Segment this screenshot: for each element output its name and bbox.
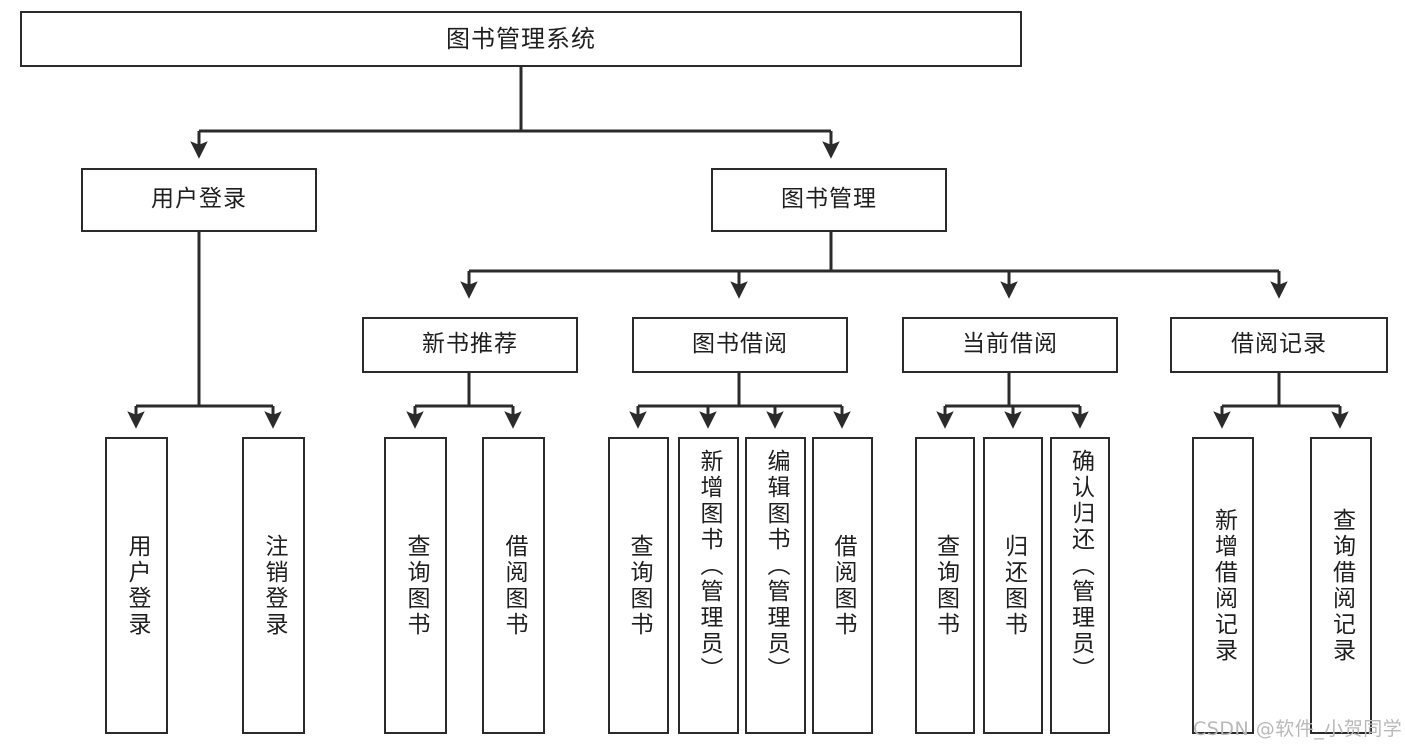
leaf-add-borrow-record[interactable]: 新增借阅记录 <box>1192 437 1254 734</box>
node-label: 当前借阅 <box>962 331 1058 358</box>
node-label: 确认归还（管理员） <box>1067 449 1094 683</box>
node-label: 用户登录 <box>124 533 150 638</box>
node-borrow-record[interactable]: 借阅记录 <box>1170 317 1388 373</box>
node-book-management[interactable]: 图书管理 <box>711 168 947 232</box>
leaf-edit-book-admin[interactable]: 编辑图书（管理员） <box>745 437 806 734</box>
watermark-text: CSDN @软件_小贺同学 <box>1193 718 1403 740</box>
node-label: 借阅图书 <box>830 533 856 638</box>
node-current-borrow[interactable]: 当前借阅 <box>902 317 1118 373</box>
node-label: 查询借阅记录 <box>1328 507 1355 664</box>
node-label: 归还图书 <box>1000 533 1027 638</box>
node-label: 图书借阅 <box>692 331 788 358</box>
node-book-borrow[interactable]: 图书借阅 <box>632 317 848 373</box>
leaf-query-book-borrow[interactable]: 查询图书 <box>608 437 669 734</box>
node-label: 查询图书 <box>626 533 652 638</box>
node-label: 查询图书 <box>403 533 429 638</box>
leaf-query-borrow-record[interactable]: 查询借阅记录 <box>1310 437 1372 734</box>
leaf-borrow-book-recommend[interactable]: 借阅图书 <box>482 437 545 734</box>
leaf-user-login[interactable]: 用户登录 <box>105 437 168 734</box>
node-label: 借阅图书 <box>501 533 527 638</box>
node-label: 新书推荐 <box>422 331 518 358</box>
leaf-borrow-book-borrow[interactable]: 借阅图书 <box>812 437 873 734</box>
node-root-book-management-system[interactable]: 图书管理系统 <box>20 11 1022 67</box>
leaf-return-book[interactable]: 归还图书 <box>983 437 1043 734</box>
node-label: 新增借阅记录 <box>1210 507 1237 664</box>
leaf-add-book-admin[interactable]: 新增图书（管理员） <box>678 437 739 734</box>
leaf-logout-login[interactable]: 注销登录 <box>242 437 305 734</box>
node-label: 新增图书（管理员） <box>696 449 722 683</box>
node-new-book-recommend[interactable]: 新书推荐 <box>362 317 578 373</box>
node-label: 借阅记录 <box>1231 331 1327 358</box>
leaf-query-book-recommend[interactable]: 查询图书 <box>384 437 447 734</box>
node-label: 注销登录 <box>261 533 287 638</box>
node-label: 查询图书 <box>932 533 959 638</box>
node-label: 编辑图书（管理员） <box>763 449 789 683</box>
node-label: 图书管理系统 <box>446 24 596 53</box>
node-user-login[interactable]: 用户登录 <box>81 168 317 232</box>
leaf-query-book-current[interactable]: 查询图书 <box>915 437 975 734</box>
leaf-confirm-return-admin[interactable]: 确认归还（管理员） <box>1050 437 1110 734</box>
node-label: 图书管理 <box>781 186 877 213</box>
node-label: 用户登录 <box>151 186 247 213</box>
